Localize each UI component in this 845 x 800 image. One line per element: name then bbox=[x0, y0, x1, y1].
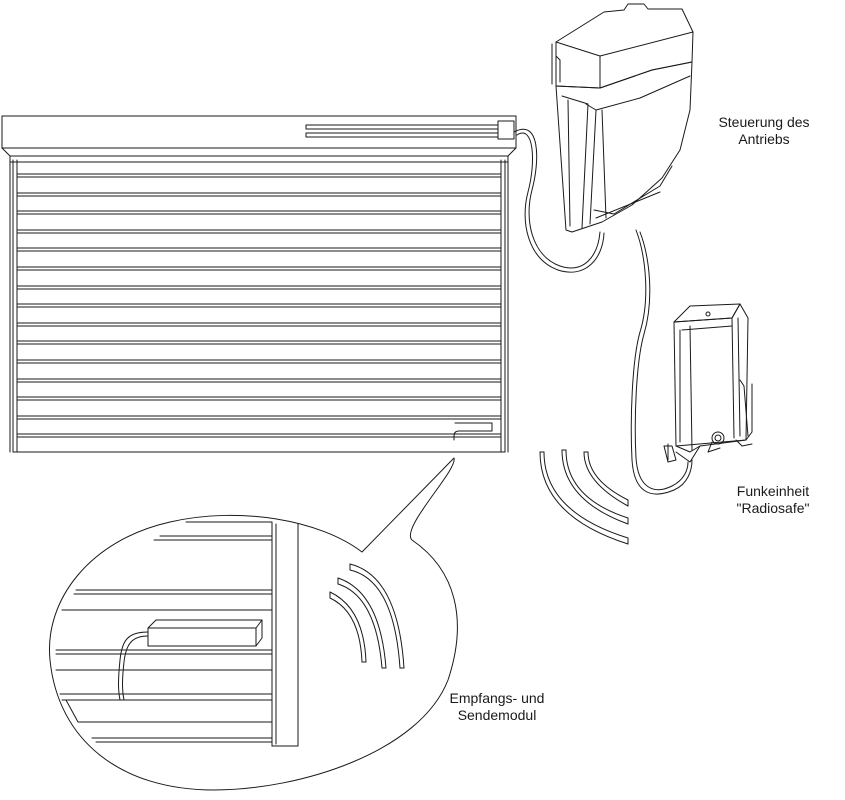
radio-unit bbox=[663, 303, 753, 463]
shutter-housing bbox=[1, 115, 517, 163]
controller-box bbox=[551, 3, 694, 233]
roller-shutter bbox=[1, 115, 517, 453]
label-controller-line2: Antriebs bbox=[738, 131, 790, 147]
label-radio-unit: Funkeinheit "Radiosafe" bbox=[713, 483, 833, 517]
cable-shutter-to-controller-2 bbox=[516, 132, 605, 273]
cable-controller-to-radio bbox=[630, 229, 693, 495]
label-controller-line1: Steuerung des bbox=[718, 114, 810, 130]
label-controller: Steuerung des Antriebs bbox=[700, 114, 828, 148]
shutter-frame bbox=[9, 159, 509, 453]
cable-controller-to-radio-2 bbox=[634, 231, 689, 491]
cable-shutter-to-controller bbox=[513, 129, 601, 269]
radio-waves-small bbox=[329, 563, 405, 669]
shutter-slats bbox=[16, 173, 502, 438]
label-radio-line1: Funkeinheit bbox=[736, 483, 810, 499]
label-module: Empfangs- und Sendemodul bbox=[437, 690, 557, 724]
shutter-module bbox=[453, 422, 493, 441]
module-box bbox=[147, 619, 263, 647]
label-module-line2: Sendemodul bbox=[457, 707, 537, 723]
label-module-line1: Empfangs- und bbox=[449, 690, 545, 706]
detail-bubble bbox=[48, 457, 458, 791]
label-radio-line2: "Radiosafe" bbox=[736, 500, 810, 516]
radio-waves-large bbox=[539, 449, 629, 545]
